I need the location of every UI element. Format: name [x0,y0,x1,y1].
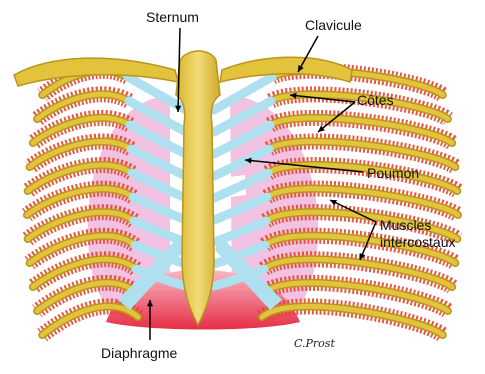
left-clavicle [14,58,178,86]
label-poumon: Poumon [367,165,419,181]
label-intercostaux: intercostaux [380,234,455,250]
label-sternum: Sternum [146,9,199,25]
label-clavicule: Clavicule [305,17,362,33]
label-cotes: Côtes [357,92,394,108]
artist-signature: C.Prost [294,337,335,350]
label-diaphragme: Diaphragme [101,345,177,361]
label-muscles: Muscles [380,217,431,233]
